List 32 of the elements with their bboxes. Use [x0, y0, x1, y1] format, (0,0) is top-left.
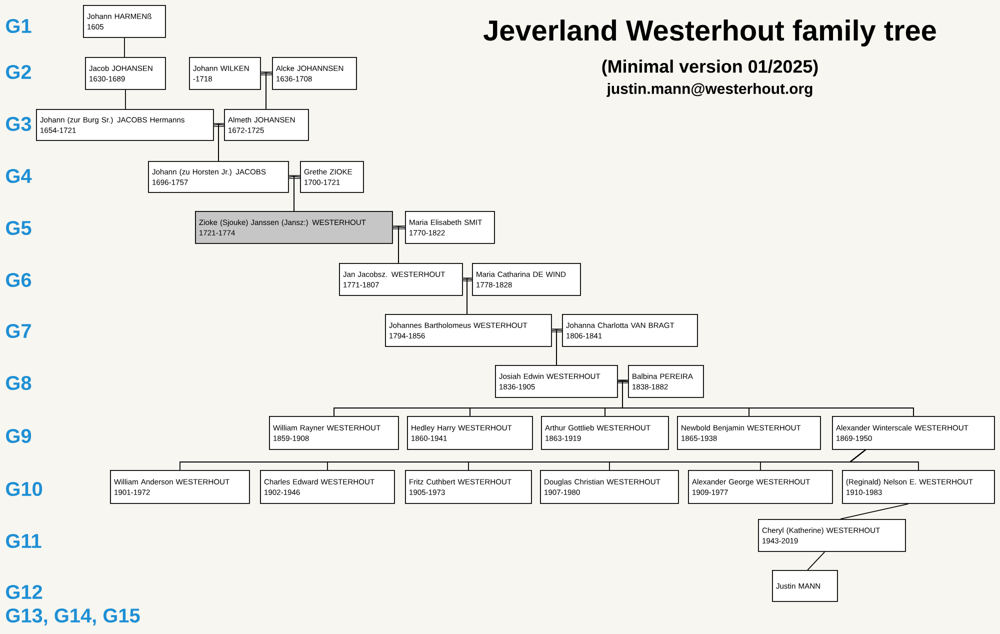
- marriage-line: [552, 328, 562, 332]
- descent-line: [218, 124, 224, 162]
- marriage-line: [260, 72, 272, 76]
- descent-line: [294, 176, 300, 212]
- marriage-line: [288, 175, 300, 179]
- generation-label: G12: [6, 584, 42, 600]
- descent-line: [124, 37, 125, 58]
- generation-label: G6: [6, 272, 32, 288]
- generation-label: G4: [6, 168, 32, 184]
- generation-label: G8: [6, 376, 32, 390]
- descent-line: [848, 449, 919, 470]
- generation-label: G5: [6, 220, 32, 236]
- generation-label: G11: [6, 534, 42, 548]
- descent-line: [466, 278, 472, 314]
- title: Jeverland Westerhout family tree: [484, 20, 936, 46]
- email-address: justin.mann@westerhout.org: [606, 83, 812, 97]
- descent-line: [125, 89, 126, 110]
- generation-label: G7: [6, 324, 31, 338]
- descent-line: [807, 551, 826, 570]
- subtitle: (Minimal version 01/2025): [602, 60, 818, 76]
- generation-label: G1: [6, 18, 32, 34]
- generation-label: G2: [6, 64, 31, 80]
- marriage-line: [214, 123, 224, 127]
- descent-line: [266, 72, 272, 110]
- marriage-line: [618, 380, 628, 384]
- descent-line: [398, 226, 406, 264]
- descent-line: [556, 330, 562, 366]
- generation-label: G10: [6, 482, 42, 496]
- generation-label: G9: [6, 428, 32, 444]
- marriage-line: [462, 278, 472, 282]
- generation-label: G13, G14, G15: [6, 608, 140, 626]
- marriage-line: [392, 226, 405, 230]
